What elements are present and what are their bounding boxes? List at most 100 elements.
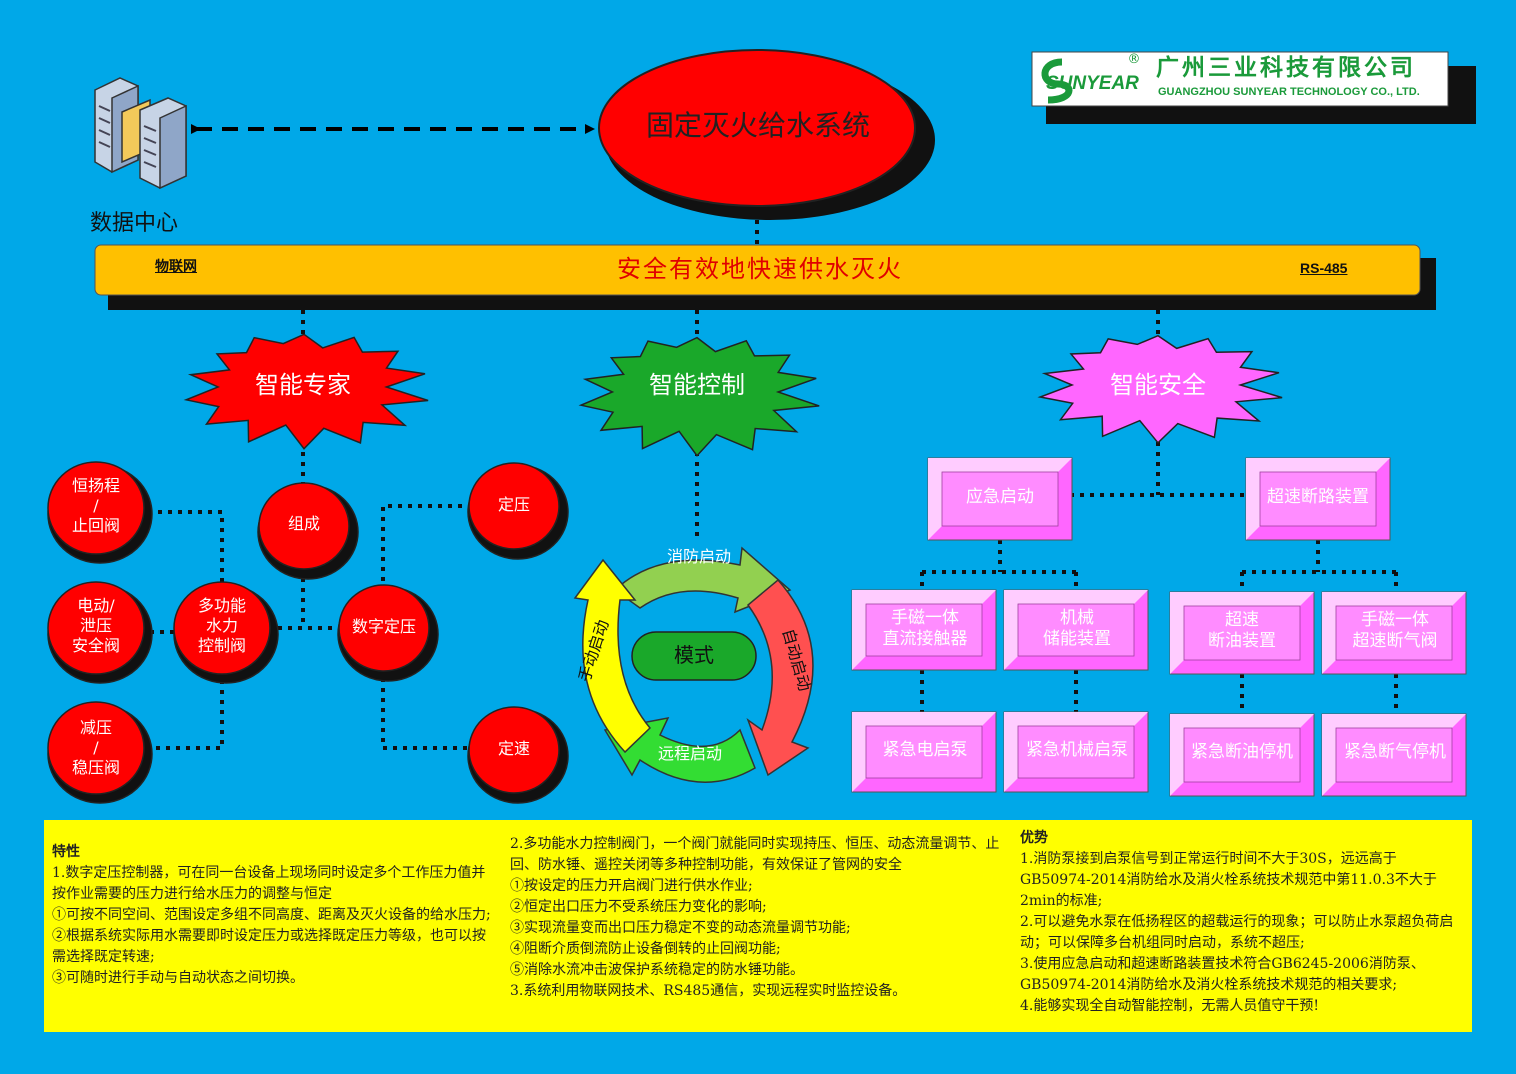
expert-node-constant-pressure-label: 定压	[497, 495, 530, 514]
expert-node-composition-label: 组成	[287, 514, 320, 533]
safety-box-bevel	[1170, 714, 1314, 796]
panel-valve-line: 3.系统利用物联网技术、RS485通信，实现远程实时监控设备。	[510, 983, 907, 999]
burst-control	[578, 336, 820, 457]
safety-box-bevel	[1170, 592, 1314, 674]
panel-valve-line: ②恒定出口压力不受系统压力变化的影响;	[510, 899, 767, 915]
expert-node-composition	[258, 482, 350, 570]
safety-boxes	[851, 457, 1467, 797]
panel-advantages-heading: 优势	[1020, 830, 1048, 846]
safety-box-bevel	[1322, 714, 1466, 796]
system-ellipse	[598, 49, 916, 207]
expert-node-reducing-valve	[47, 701, 145, 795]
panel-features: 特性 1.数字定压控制器，可在同一台设备上现场同时设定多个工作压力值并按作业需要…	[44, 820, 504, 1032]
logo-registered: ®	[1127, 52, 1141, 67]
panel-valve-line: 2.多功能水力控制阀门，一个阀门就能同时实现持压、恒压、动态流量调节、止回、防水…	[510, 836, 1000, 873]
banner-center-label: 安全有效地快速供水灭火	[617, 255, 903, 283]
safety-box	[1169, 591, 1315, 675]
safety-box-energy-storage-label: 机械 储能装置	[1043, 608, 1111, 650]
safety-box-emergency-start-label: 应急启动	[966, 487, 1034, 507]
safety-box	[1003, 589, 1149, 671]
safety-box	[1321, 713, 1467, 797]
expert-node-check-valve	[47, 461, 145, 555]
safety-box-dc-contactor-label: 手磁一体 直流接触器	[882, 608, 968, 650]
safety-box-bevel	[852, 590, 996, 670]
expert-node-digital-pressure-label: 数字定压	[351, 617, 416, 636]
cycle-top-label: 消防启动	[666, 547, 731, 566]
logo-brand: SUNYEAR	[1046, 73, 1139, 94]
cycle-center-label: 模式	[674, 643, 714, 667]
safety-box-face	[941, 471, 1059, 527]
safety-box-bevel	[1322, 592, 1466, 674]
safety-box	[1169, 713, 1315, 797]
safety-box-overspeed-breaker-label: 超速断路装置	[1267, 487, 1369, 507]
safety-box	[851, 711, 997, 793]
expert-node-reducing-valve-label: 减压 / 稳压阀	[71, 718, 120, 777]
safety-box-bevel	[852, 712, 996, 792]
expert-node-control-valve	[173, 581, 271, 675]
safety-box-face	[1335, 605, 1453, 661]
panel-valve-line: ④阻断介质倒流防止设备倒转的止回阀功能;	[510, 941, 781, 957]
panel-advantages-line: 2.可以避免水泵在低扬程区的超载运行的现象；可以防止水泵超负荷启动；可以保障多台…	[1020, 914, 1454, 951]
safety-box-fuel-stop-label: 紧急断油停机	[1191, 742, 1293, 762]
panel-features-line: 1.数字定压控制器，可在同一台设备上现场同时设定多个工作压力值并按作业需要的压力…	[52, 865, 486, 902]
burst-expert-label: 智能专家	[255, 371, 351, 399]
logo-company-cn: 广州三业科技有限公司	[1156, 55, 1416, 81]
expert-node-digital-pressure	[338, 584, 430, 672]
expert-node-constant-speed-label: 定速	[497, 739, 530, 758]
cycle-arrow-right	[746, 578, 814, 777]
panel-valve-line: ③实现流量变而出口压力稳定不变的动态流量调节功能;	[510, 920, 851, 936]
panel-advantages-line: 4.能够实现全自动智能控制，无需人员值守干预!	[1020, 998, 1319, 1014]
safety-box-mechanical-start-label: 紧急机械启泵	[1026, 740, 1128, 760]
expert-node-check-valve-label: 恒扬程 / 止回阀	[71, 476, 120, 535]
safety-box-face	[1183, 605, 1301, 661]
expert-node-safety-valve-label: 电动/ 泄压 安全阀	[71, 596, 120, 655]
safety-box-face	[1017, 725, 1135, 779]
safety-box-bevel	[1004, 590, 1148, 670]
safety-box-air-stop-label: 紧急断气停机	[1344, 742, 1446, 762]
panel-advantages: 优势 1.消防泵接到启泵信号到正常运行时间不大于30S，远远高于GB50974-…	[1012, 820, 1472, 1032]
safety-box-air-cutoff-valve-label: 手磁一体 超速断气阀	[1352, 610, 1438, 652]
expert-node-safety-valve	[47, 581, 145, 675]
cycle-arrow-left	[573, 558, 652, 754]
safety-box	[851, 589, 997, 671]
safety-box	[1245, 457, 1391, 541]
safety-box-bevel	[1246, 458, 1390, 540]
safety-box-face	[1335, 727, 1453, 783]
cycle-bottom-label: 远程启动	[657, 744, 722, 763]
burst-control-label: 智能控制	[649, 371, 745, 399]
system-title: 固定灭火给水系统	[645, 109, 870, 142]
company-logo	[1031, 51, 1476, 124]
panel-valve-line: ①按设定的压力开启阀门进行供水作业;	[510, 878, 753, 894]
panel-advantages-line: 1.消防泵接到启泵信号到正常运行时间不大于30S，远远高于GB50974-201…	[1020, 851, 1437, 909]
banner-right-label: RS-485	[1300, 260, 1348, 276]
banner	[94, 244, 1421, 296]
server-icon	[94, 77, 187, 190]
logo-company-en: GUANGZHOU SUNYEAR TECHNOLOGY CO., LTD.	[1158, 86, 1420, 98]
burst-safety	[1037, 334, 1283, 444]
safety-box-bevel	[928, 458, 1072, 540]
safety-box-face	[1017, 603, 1135, 657]
data-center-label: 数据中心	[90, 211, 179, 236]
panel-valve-line: ⑤消除水流冲击波保护系统稳定的防水锤功能。	[510, 962, 804, 978]
panel-valve: 2.多功能水力控制阀门，一个阀门就能同时实现持压、恒压、动态流量调节、止回、防水…	[504, 820, 1012, 1032]
safety-box-bevel	[1004, 712, 1148, 792]
mode-pill	[631, 631, 757, 681]
expert-node-constant-pressure	[468, 462, 560, 550]
safety-box-face	[1183, 727, 1301, 783]
panel-features-line: ①可按不同空间、范围设定多组不同高度、距离及灭火设备的给水压力;	[52, 907, 491, 923]
expert-node-control-valve-label: 多功能 水力 控制阀	[197, 596, 246, 655]
banner-left-label: 物联网	[155, 259, 197, 275]
safety-box	[1321, 591, 1467, 675]
panel-features-line: ③可随时进行手动与自动状态之间切换。	[52, 970, 304, 986]
safety-box-face	[1259, 471, 1377, 527]
cycle-arrow-top	[613, 546, 792, 614]
safety-box	[1003, 711, 1149, 793]
mode-cycle	[573, 546, 814, 783]
safety-box	[927, 457, 1073, 541]
expert-node-constant-speed	[468, 706, 560, 794]
panel-features-heading: 特性	[52, 844, 80, 860]
panel-features-line: ②根据系统实际用水需要即时设定压力或选择既定压力等级，也可以按需选择既定转速;	[52, 928, 486, 965]
safety-box-face	[865, 725, 983, 779]
panel-advantages-line: 3.使用应急启动和超速断路装置技术符合GB6245-2006消防泵、GB5097…	[1020, 956, 1425, 993]
safety-box-fuel-cutoff-label: 超速 断油装置	[1208, 610, 1276, 652]
